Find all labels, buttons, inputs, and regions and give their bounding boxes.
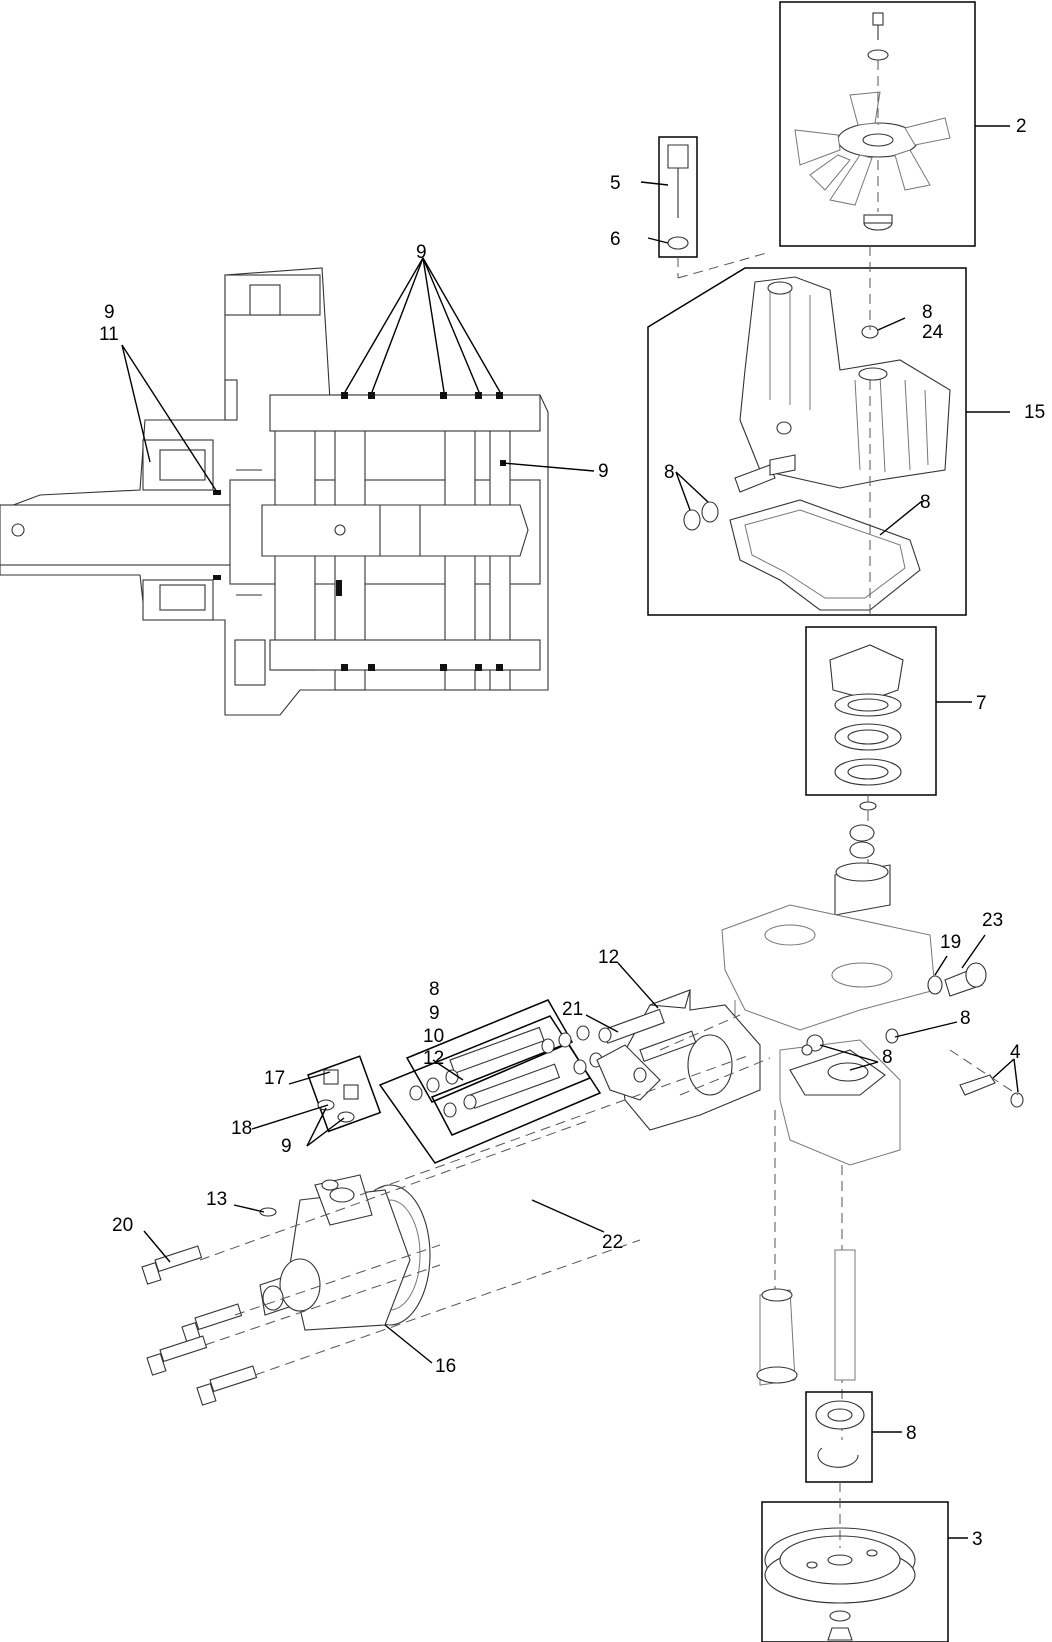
thrust-bearing-assembly <box>805 626 972 796</box>
callout-22: 22 <box>602 1232 623 1253</box>
callout-9-top: 9 <box>416 242 427 263</box>
callout-10-stack: 10 <box>423 1026 444 1047</box>
callout-9-shaft: 9 <box>104 302 115 323</box>
callout-8-port: 8 <box>960 1008 971 1029</box>
callout-8-nut: 8 <box>922 302 933 323</box>
callout-8-seals: 8 <box>664 462 675 483</box>
lower-bearing-assembly <box>805 1391 902 1483</box>
callout-7: 7 <box>976 693 987 714</box>
center-case-assembly <box>721 795 1024 1440</box>
callout-24-nut: 24 <box>922 322 944 343</box>
callout-15: 15 <box>1024 402 1045 423</box>
callout-16: 16 <box>435 1356 456 1377</box>
section-leaders <box>121 257 595 493</box>
callout-8-bearing: 8 <box>906 1423 917 1444</box>
callout-21: 21 <box>562 999 583 1020</box>
dipstick-assembly <box>640 136 771 279</box>
bolts-20 <box>141 1245 258 1406</box>
fan-assembly <box>779 1 1010 247</box>
callout-8-gasket: 8 <box>920 492 931 513</box>
callout-19: 19 <box>940 932 961 953</box>
center-section-assembly <box>378 999 605 1233</box>
callout-labels: 2 5 6 9 9 11 9 8 24 15 8 8 7 23 19 8 12 … <box>99 116 1045 1550</box>
callout-6: 6 <box>610 229 621 250</box>
motor-assembly <box>141 1054 751 1406</box>
callout-12-top: 12 <box>598 947 619 968</box>
callout-3: 3 <box>972 1529 983 1550</box>
end-cap-assembly <box>585 962 771 1131</box>
callout-17: 17 <box>264 1068 285 1089</box>
callout-12-stack: 12 <box>423 1048 444 1069</box>
callout-9-right: 9 <box>598 461 609 482</box>
callout-23: 23 <box>982 910 1003 931</box>
callout-5: 5 <box>610 173 621 194</box>
callout-20: 20 <box>112 1215 133 1236</box>
callout-11-shaft: 11 <box>99 324 119 345</box>
pulley-assembly <box>761 1482 968 1642</box>
callout-2: 2 <box>1016 116 1027 137</box>
callout-9-stack: 9 <box>429 1003 440 1024</box>
callout-8-stack: 8 <box>429 979 440 1000</box>
callout-13: 13 <box>206 1189 227 1210</box>
callout-4: 4 <box>1010 1042 1021 1063</box>
transaxle-section-view <box>0 267 549 716</box>
callout-8-valve: 8 <box>882 1047 893 1068</box>
top-housing-assembly <box>647 246 1010 616</box>
callout-18: 18 <box>231 1118 252 1139</box>
callout-9-plug: 9 <box>281 1136 292 1157</box>
